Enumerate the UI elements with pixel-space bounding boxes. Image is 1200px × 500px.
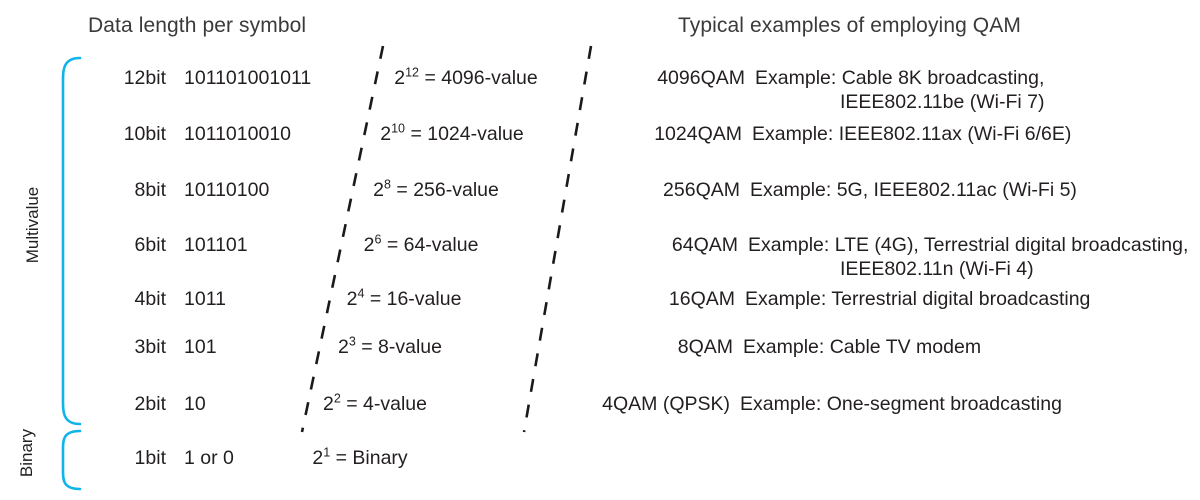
power-result: = 1024-value — [410, 123, 524, 145]
cell-example-text: Example: Cable TV modem — [743, 336, 982, 358]
cell-qam-name: 8QAM — [677, 336, 733, 358]
cell-example-text: Example: One-segment broadcasting — [740, 393, 1062, 415]
power-base: 2 — [394, 67, 406, 89]
cell-power-expression: 212 = 4096-value — [336, 65, 596, 91]
cell-example-text-continued: IEEE802.11be (Wi-Fi 7) — [840, 91, 1045, 113]
power-base: 2 — [363, 234, 375, 256]
cell-qam-name: 256QAM — [663, 179, 740, 201]
power-base: 2 — [346, 288, 358, 310]
column-header-data-length: Data length per symbol — [88, 14, 307, 37]
power-result: = 4-value — [346, 393, 427, 415]
power-base: 2 — [312, 447, 324, 469]
group-label-binary: Binary — [17, 428, 36, 478]
cell-bit-length: 4bit — [134, 288, 166, 310]
cell-binary-string: 1011 — [184, 288, 226, 310]
power-result: = 4096-value — [424, 67, 538, 89]
power-result: = 16-value — [369, 288, 462, 310]
cell-qam-name: 64QAM — [671, 234, 738, 256]
cell-power-expression: 26 = 64-value — [291, 232, 551, 258]
cell-qam-name: 4096QAM — [657, 67, 745, 89]
power-base: 2 — [373, 179, 385, 201]
cell-power-expression: 24 = 16-value — [274, 286, 534, 312]
power-base: 2 — [380, 123, 392, 145]
cell-example-text: Example: Terrestrial digital broadcastin… — [745, 288, 1091, 310]
cell-power-expression: 21 = Binary — [230, 445, 490, 471]
power-exponent: 8 — [384, 177, 391, 192]
power-result: = Binary — [335, 447, 408, 469]
power-exponent: 1 — [323, 445, 331, 460]
power-result: = 256-value — [396, 179, 499, 201]
cell-binary-string: 101101001011 — [184, 67, 312, 89]
cell-example-text: Example: IEEE802.11ax (Wi-Fi 6/6E) — [752, 123, 1072, 145]
power-exponent: 6 — [374, 232, 382, 247]
cell-example-text-continued: IEEE802.11n (Wi-Fi 4) — [840, 258, 1034, 280]
cell-power-expression: 23 = 8-value — [260, 334, 520, 360]
cell-binary-string: 1 or 0 — [184, 447, 234, 469]
power-exponent: 3 — [348, 334, 356, 349]
power-exponent: 2 — [333, 391, 341, 406]
cell-qam-name: 16QAM — [668, 288, 735, 310]
cell-bit-length: 2bit — [134, 393, 166, 415]
cell-power-expression: 28 = 256-value — [306, 177, 566, 203]
cell-binary-string: 10110100 — [184, 179, 270, 201]
power-base: 2 — [338, 336, 349, 358]
power-base: 2 — [323, 393, 334, 415]
cell-example-text: Example: LTE (4G), Terrestrial digital b… — [748, 234, 1189, 256]
column-header-typical-examples: Typical examples of employing QAM — [678, 14, 1021, 37]
cell-qam-name: 1024QAM — [654, 123, 742, 145]
cell-example-text: Example: 5G, IEEE802.11ac (Wi-Fi 5) — [750, 179, 1077, 201]
power-exponent: 10 — [391, 121, 406, 136]
cell-power-expression: 210 = 1024-value — [322, 121, 582, 147]
power-exponent: 12 — [405, 65, 420, 80]
cell-bit-length: 1bit — [134, 447, 166, 469]
group-label-multivalue: Multivalue — [23, 186, 42, 264]
cell-power-expression: 22 = 4-value — [245, 391, 505, 417]
cell-bit-length: 10bit — [123, 123, 166, 145]
cell-bit-length: 3bit — [134, 336, 166, 358]
power-exponent: 4 — [357, 286, 365, 301]
cell-bit-length: 6bit — [134, 234, 166, 256]
power-result: = 64-value — [386, 234, 479, 256]
power-result: = 8-value — [361, 336, 442, 358]
cell-binary-string: 101 — [184, 336, 217, 358]
cell-binary-string: 1011010010 — [184, 123, 292, 145]
cell-qam-name: 4QAM (QPSK) — [602, 393, 730, 415]
cell-bit-length: 12bit — [123, 67, 166, 89]
cell-example-text: Example: Cable 8K broadcasting, — [755, 67, 1045, 89]
cell-binary-string: 101101 — [184, 234, 248, 256]
cell-binary-string: 10 — [184, 393, 206, 415]
cell-bit-length: 8bit — [134, 179, 166, 201]
